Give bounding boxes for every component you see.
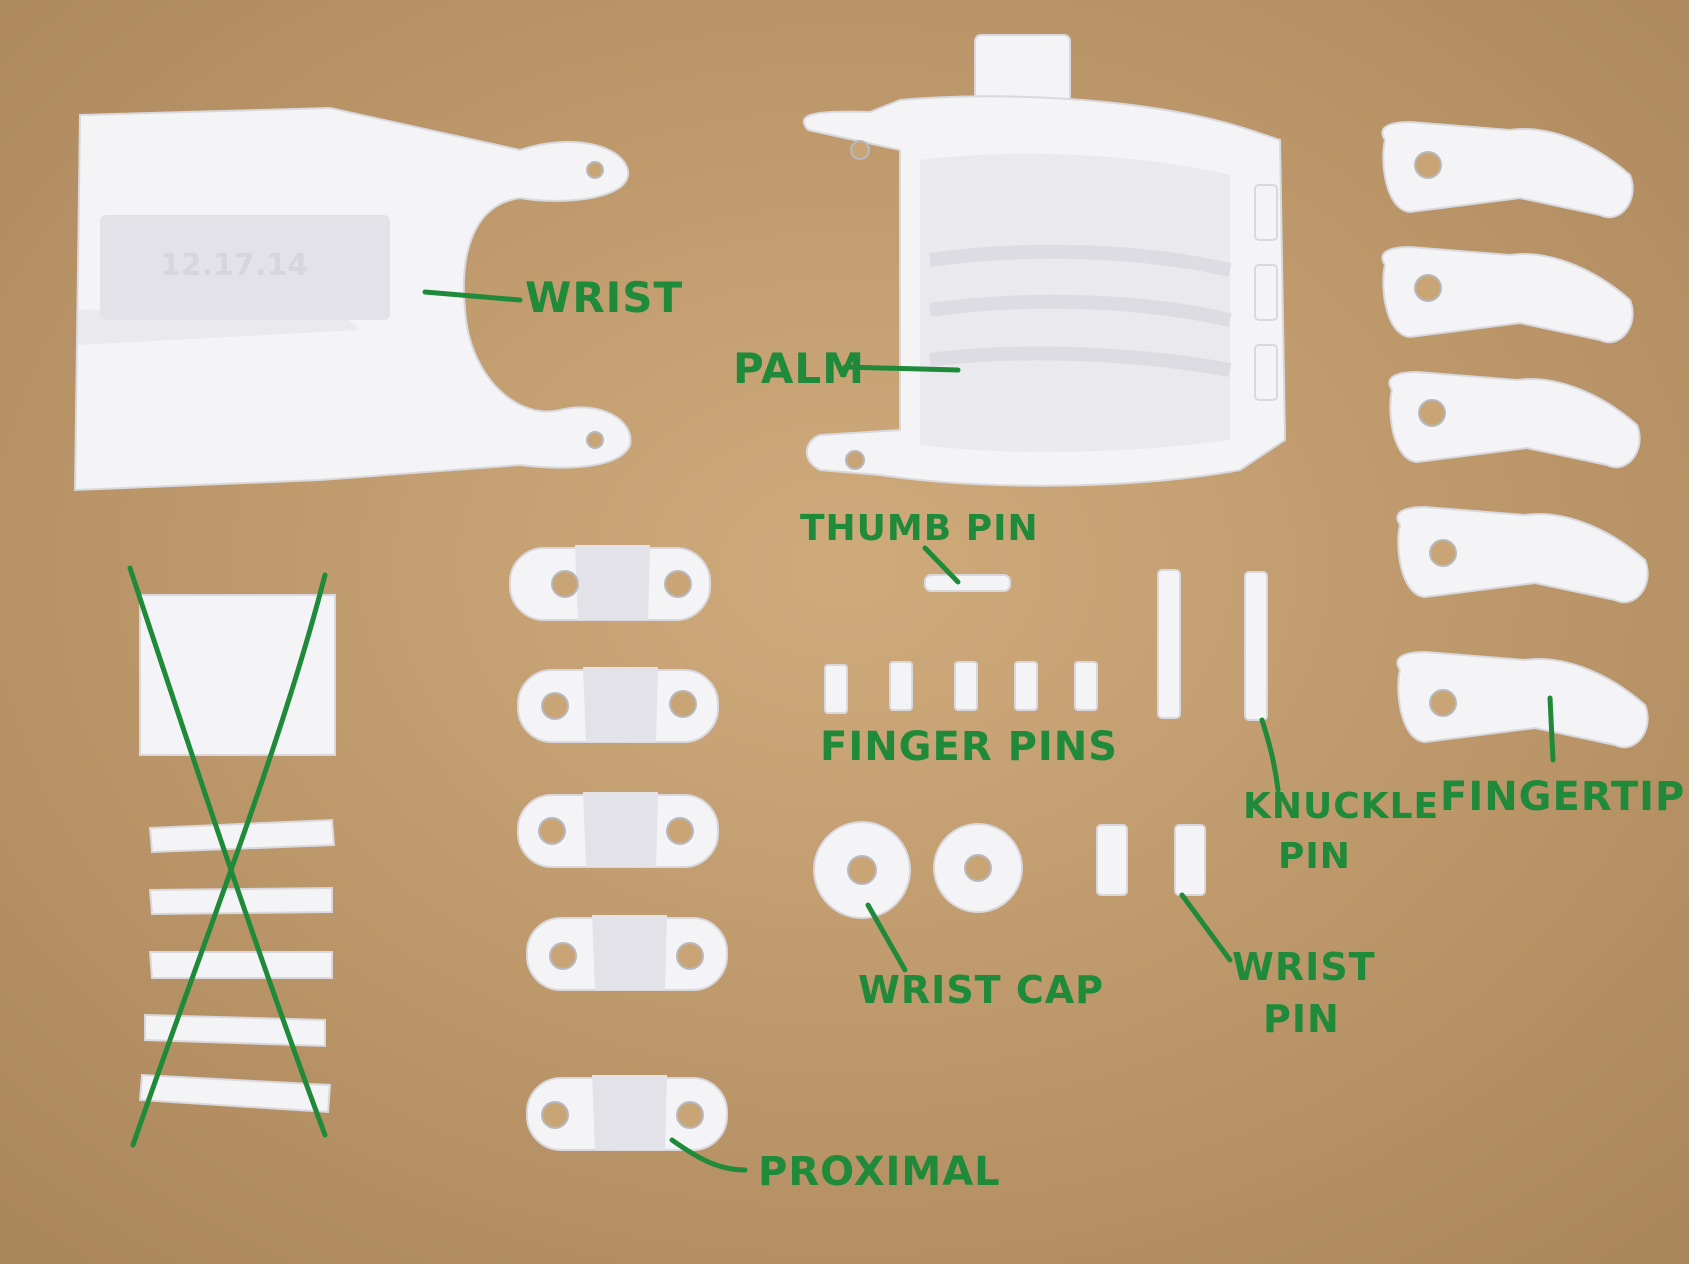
wrist-cap-leader [865, 902, 908, 973]
fingertip-3 [1388, 370, 1641, 469]
fingertip-2 [1381, 245, 1634, 344]
wrist-pin-leader [1179, 892, 1233, 963]
wrist-cap-2 [933, 823, 1023, 913]
leader-lines [422, 289, 1556, 1173]
fingertips-group [1381, 120, 1649, 749]
label-proximal: PROXIMAL [758, 1149, 1001, 1195]
fingertip-1 [1381, 120, 1634, 219]
label-knuckle-pin-line1: KNUCKLE [1243, 786, 1439, 827]
label-finger-pins: FINGER PINS [820, 724, 1118, 770]
knuckle-pins-group [1157, 569, 1268, 721]
cross-out-line-2 [130, 572, 328, 1148]
label-wrist-cap: WRIST CAP [858, 968, 1104, 1012]
wrist-date-stamp: 12.17.14 [160, 248, 308, 283]
wrist-leader [422, 289, 523, 303]
wrist-caps-group [813, 821, 1023, 919]
proximal-4 [526, 915, 728, 991]
fingertip-4 [1396, 505, 1649, 604]
cross-out-line-1 [127, 565, 328, 1138]
fingertip-5 [1396, 650, 1649, 749]
proximal-1 [509, 545, 711, 621]
proximal-leader [669, 1137, 748, 1173]
wrist-part: 12.17.14 [73, 106, 632, 492]
thumb-pin [924, 574, 1011, 592]
labels: WRIST PALM THUMB PIN FINGER PINS KNUCKLE… [525, 273, 1685, 1195]
unused-block [139, 594, 336, 756]
unused-strip-5 [138, 1073, 332, 1114]
thumb-pin-leader [922, 545, 961, 585]
unused-strip-3 [148, 951, 333, 979]
finger-pin-1 [824, 664, 848, 714]
unused-parts-group [127, 565, 336, 1148]
label-wrist-pin-line1: WRIST [1232, 945, 1376, 989]
proximal-3 [517, 792, 719, 868]
knuckle-pin-leader [1259, 717, 1281, 793]
knuckle-pin-2 [1244, 571, 1268, 721]
proximal-2 [517, 667, 719, 743]
wrist-pin-2 [1174, 824, 1206, 896]
wrist-pins-group [1096, 824, 1206, 896]
knuckle-pin-1 [1157, 569, 1181, 719]
label-wrist: WRIST [525, 273, 683, 322]
label-wrist-pin-line2: PIN [1263, 997, 1340, 1041]
label-fingertip: FINGERTIP [1440, 774, 1685, 820]
palm-leader [842, 364, 961, 373]
label-thumb-pin: THUMB PIN [800, 508, 1039, 549]
finger-pin-3 [954, 661, 978, 711]
label-palm: PALM [733, 344, 865, 393]
finger-pins-group [824, 661, 1098, 714]
wrist-pin-1 [1096, 824, 1128, 896]
palm-part [802, 34, 1287, 487]
unused-strip-4 [144, 1013, 326, 1048]
proximal-group [509, 545, 728, 1151]
proximal-5 [526, 1075, 728, 1151]
finger-pin-4 [1014, 661, 1038, 711]
finger-pin-2 [889, 661, 913, 711]
fingertip-leader [1547, 695, 1556, 763]
finger-pin-5 [1074, 661, 1098, 711]
wrist-cap-1 [813, 821, 911, 919]
label-knuckle-pin-line2: PIN [1278, 836, 1351, 877]
